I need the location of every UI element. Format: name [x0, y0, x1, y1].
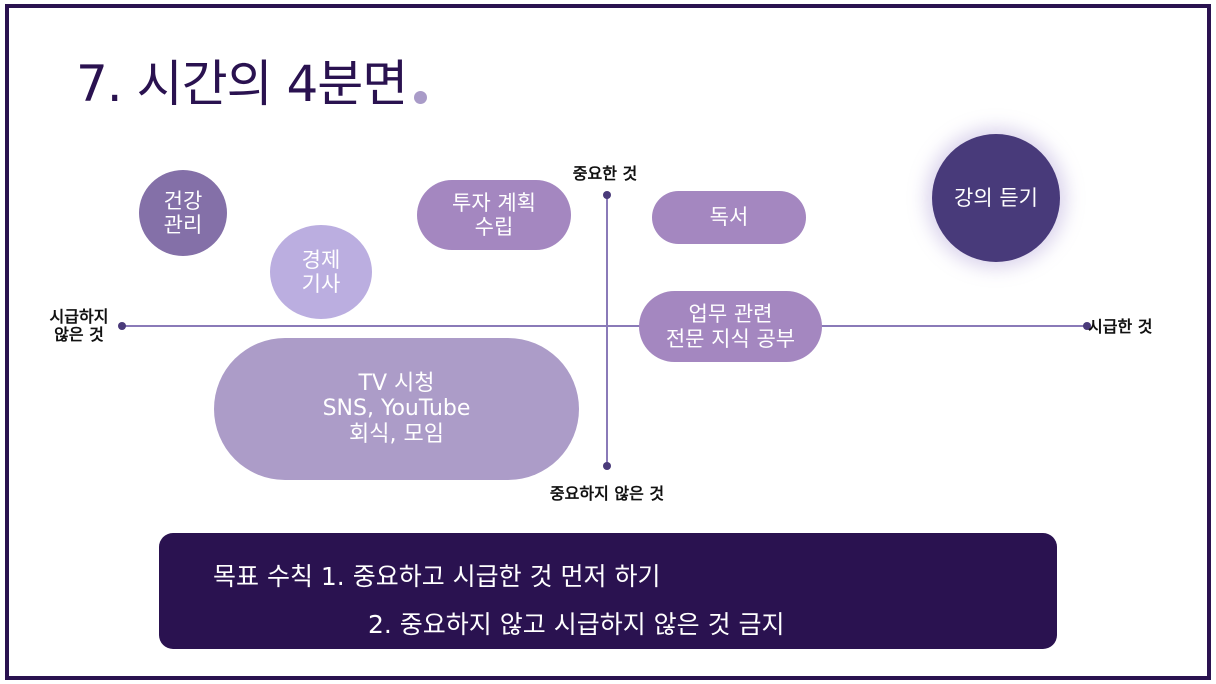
- item-work: 업무 관련 전문 지식 공부: [639, 291, 822, 362]
- axis-dot-left: [118, 322, 126, 330]
- goal-line-1: 목표 수칙 1. 중요하고 시급한 것 먼저 하기: [213, 562, 661, 591]
- axis-dot-bottom: [603, 462, 611, 470]
- item-economy: 경제 기사: [270, 225, 372, 319]
- slide-title: 7. 시간의 4분면: [76, 55, 408, 113]
- axis-label-not-important: 중요하지 않은 것: [549, 484, 665, 503]
- urgency-axis: [122, 325, 1087, 327]
- item-reading: 독서: [652, 191, 806, 244]
- goal-box: 목표 수칙 1. 중요하고 시급한 것 먼저 하기 2. 중요하지 않고 시급하…: [159, 533, 1057, 649]
- item-health: 건강 관리: [139, 170, 227, 256]
- goal-line-2: 2. 중요하지 않고 시급하지 않은 것 금지: [368, 610, 785, 639]
- slide-frame: [5, 4, 1211, 680]
- axis-label-not-urgent: 시급하지 않은 것: [49, 307, 109, 344]
- item-lecture: 강의 듣기: [932, 134, 1060, 262]
- item-leisure: TV 시청 SNS, YouTube 회식, 모임: [214, 338, 579, 480]
- importance-axis: [606, 195, 608, 466]
- axis-dot-right: [1083, 322, 1091, 330]
- axis-dot-top: [603, 191, 611, 199]
- axis-label-urgent: 시급한 것: [1088, 317, 1153, 336]
- item-invest: 투자 계획 수립: [417, 180, 571, 250]
- axis-label-important: 중요한 것: [572, 164, 638, 183]
- title-dot: [414, 91, 427, 104]
